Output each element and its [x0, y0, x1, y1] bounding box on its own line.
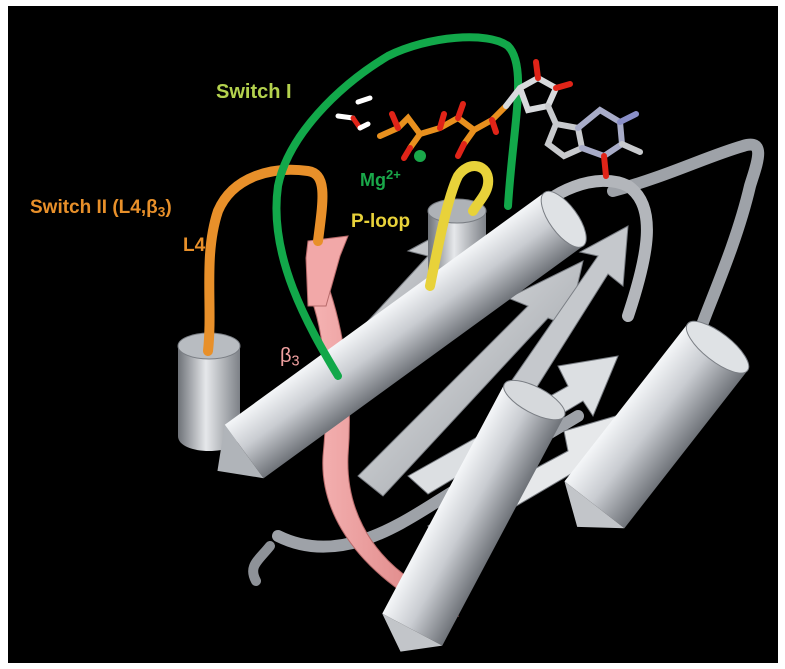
ploop-label-text: P-loop [351, 211, 411, 232]
switch2-label-sub: 3 [157, 204, 166, 220]
mg-label-sup: 2+ [386, 167, 401, 182]
beta-strand-grey-5 [507, 225, 629, 402]
switch2-label-close: ) [165, 197, 172, 218]
helix-right [564, 320, 750, 529]
mg-label: Mg2+ [360, 167, 401, 191]
beta3-label-text: β [280, 345, 292, 367]
helix-main-diagonal [217, 190, 587, 479]
protein-structure-figure: Switch I Switch II (L4,β3) L4 Mg2+ P-loo… [8, 6, 778, 663]
l4-label: L4 [183, 236, 205, 255]
beta3-arrowhead [305, 235, 349, 307]
nucleotide-ribose [503, 59, 573, 127]
water-molecule-2 [355, 95, 373, 105]
l4-label-text: L4 [183, 235, 206, 256]
switch1-label: Switch I [216, 82, 292, 102]
beta3-label-sub: 3 [291, 353, 300, 370]
helix-lower-center [382, 379, 566, 652]
coil-right-loop [607, 138, 765, 342]
phosphate-chain [377, 101, 509, 161]
switch2-loop [203, 164, 328, 356]
mg-ion [414, 150, 426, 162]
switch1-label-text: Switch I [216, 81, 292, 103]
ploop-label: P-loop [351, 212, 410, 231]
switch2-label: Switch II (L4,β3) [30, 198, 172, 219]
switch2-label-text: Switch II (L4,β [30, 197, 158, 218]
nucleotide-base [544, 106, 643, 179]
switch1-loop [272, 33, 523, 380]
ribbon-diagram [177, 33, 765, 652]
ploop-loop [425, 161, 494, 291]
mg-label-text: Mg [360, 170, 386, 191]
water-molecule [335, 113, 371, 131]
beta3-label: β3 [280, 346, 300, 369]
coil-left-tail [248, 541, 275, 586]
